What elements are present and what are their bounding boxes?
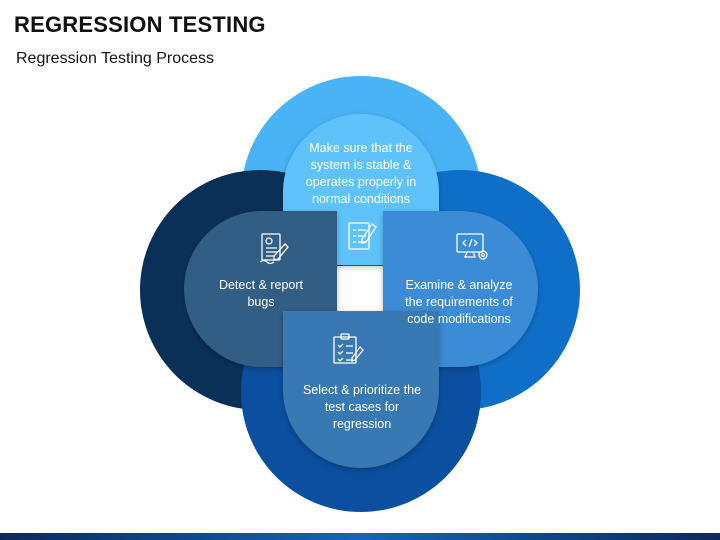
- page-title: REGRESSION TESTING: [14, 12, 266, 37]
- page-subtitle: Regression Testing Process: [16, 50, 215, 67]
- step-text-left: Detect & report bugs: [218, 278, 304, 309]
- step-text-top: Make sure that the system is stable & op…: [305, 141, 417, 206]
- center-gap: [336, 266, 386, 316]
- bottom-accent-bar: [0, 533, 720, 540]
- report-pen-icon: [259, 233, 289, 265]
- petal-bottom: [283, 311, 439, 468]
- clipboard-checklist-icon: [333, 333, 364, 364]
- checklist-pen-icon: [348, 222, 377, 250]
- monitor-code-gear-icon: [456, 233, 488, 260]
- step-text-bottom: Select & prioritize the test cases for r…: [302, 383, 422, 431]
- step-text-right: Examine & analyze the requirements of co…: [405, 278, 513, 326]
